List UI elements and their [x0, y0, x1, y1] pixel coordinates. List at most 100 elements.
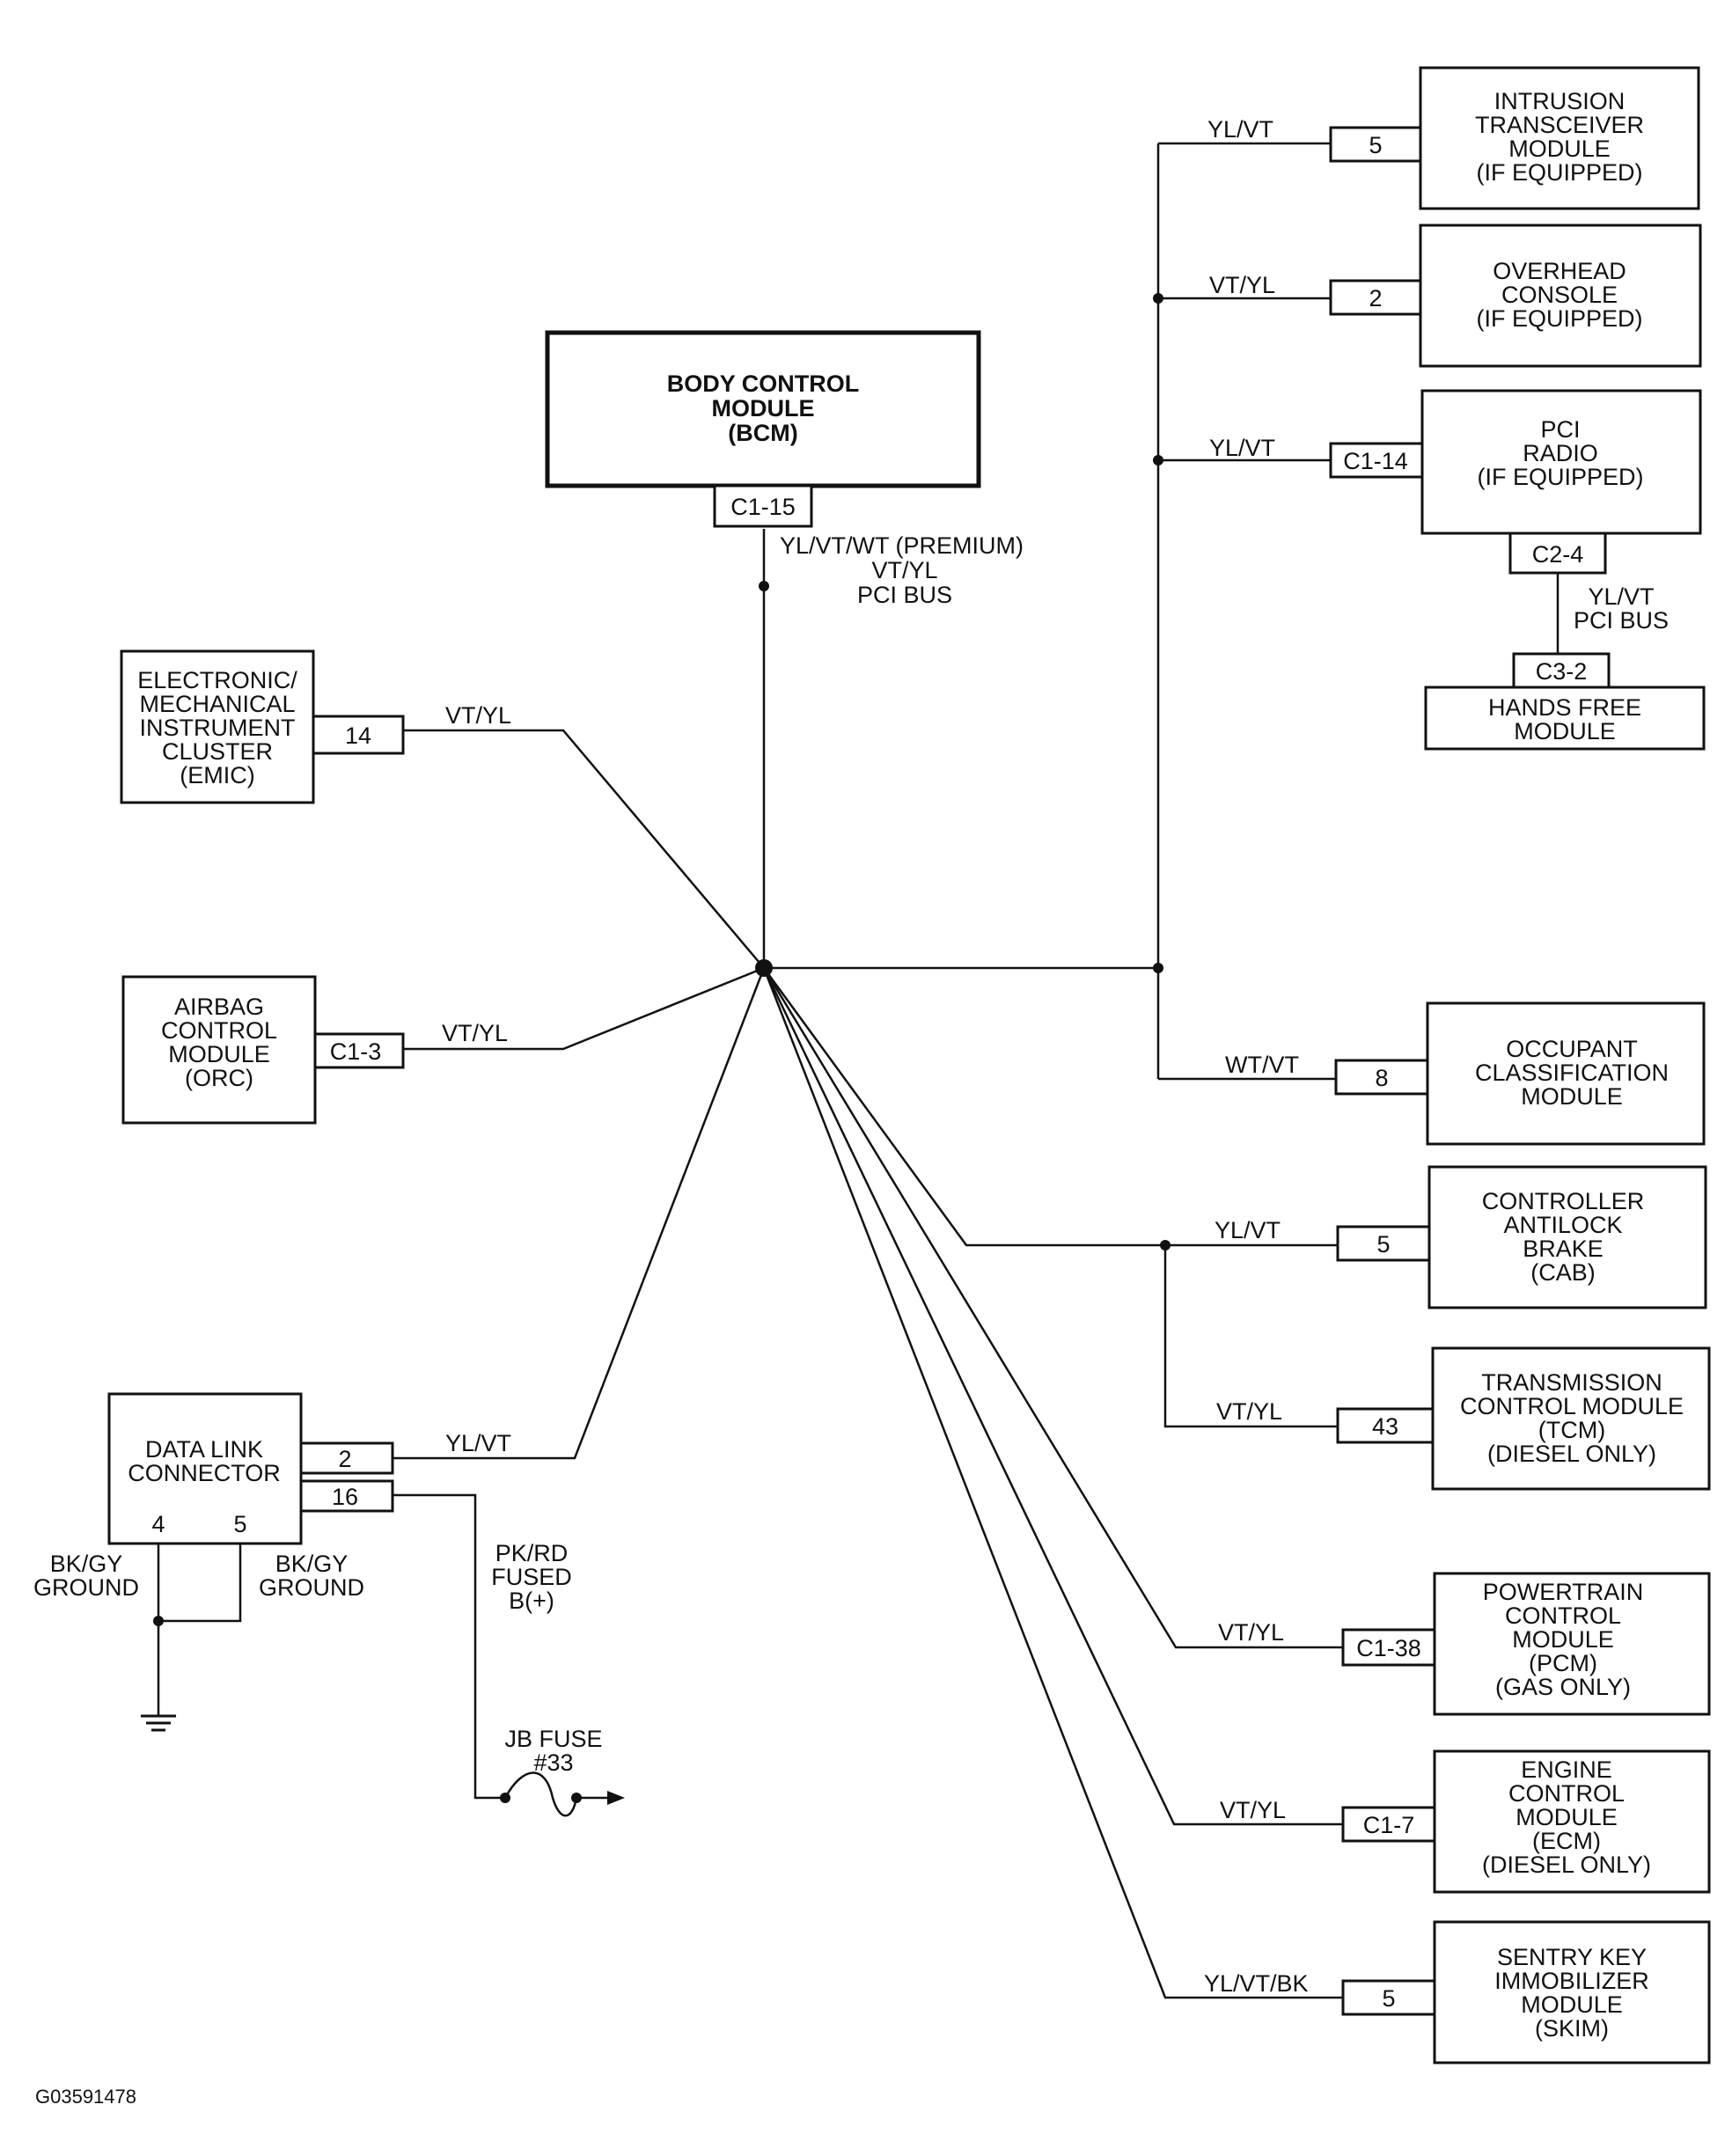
orc-line-2: CONTROL — [161, 1017, 277, 1044]
module-itm: INTRUSION TRANSCEIVER MODULE (IF EQUIPPE… — [1207, 66, 1700, 210]
splice-trunk — [1153, 963, 1163, 973]
tcm-line-3: (TCM) — [1538, 1417, 1605, 1443]
ocm-wire: WT/VT — [1225, 1052, 1299, 1078]
wire-cab — [762, 967, 1338, 1247]
ohc-pin: 2 — [1369, 285, 1382, 312]
bcm-line-1: BODY CONTROL — [667, 370, 860, 397]
skim-line-3: MODULE — [1521, 1991, 1623, 2018]
tcm-pin: 43 — [1372, 1413, 1398, 1440]
ohc-line-3: (IF EQUIPPED) — [1476, 305, 1642, 332]
module-cab: CONTROLLER ANTILOCK BRAKE (CAB) 5 YL/VT — [1215, 1165, 1707, 1309]
hfm-line-2: MODULE — [1514, 718, 1616, 744]
radio-link-line-1: YL/VT — [1588, 583, 1654, 610]
ocm-line-3: MODULE — [1521, 1083, 1623, 1110]
bcm-pin: C1-15 — [730, 494, 796, 520]
emic-pin-box — [312, 715, 405, 755]
itm-pin-box — [1329, 126, 1422, 163]
orc-line-1: AIRBAG — [174, 994, 264, 1020]
pcm-line-5: (GAS ONLY) — [1495, 1674, 1631, 1700]
splice-bcm — [759, 581, 769, 591]
orc-wire: VT/YL — [442, 1020, 508, 1046]
splice-main — [755, 959, 773, 977]
bcm-box — [545, 330, 981, 488]
ecm-line-3: MODULE — [1516, 1804, 1618, 1830]
ecm-line-5: (DIESEL ONLY) — [1482, 1852, 1651, 1878]
pcm-pin-box — [1341, 1628, 1436, 1667]
ocm-box — [1426, 1001, 1706, 1146]
module-radio: PCI RADIO (IF EQUIPPED) C1-14 YL/VT C2-4… — [1209, 389, 1702, 634]
skim-box — [1433, 1920, 1711, 2064]
ocm-pin: 8 — [1375, 1065, 1388, 1091]
ecm-line-4: (ECM) — [1532, 1828, 1601, 1854]
dlc-wire-16-line-3: B(+) — [509, 1588, 554, 1614]
orc-line-3: MODULE — [168, 1041, 270, 1067]
pcm-wire: VT/YL — [1218, 1619, 1284, 1646]
fuse-terminal-left — [500, 1793, 510, 1803]
dlc-pin-4: 4 — [151, 1511, 165, 1537]
module-pcm: POWERTRAIN CONTROL MODULE (PCM) (GAS ONL… — [1218, 1572, 1711, 1716]
ocm-pin-box — [1334, 1059, 1429, 1096]
orc-pin: C1-3 — [330, 1038, 382, 1065]
splice-ground — [153, 1616, 164, 1626]
wire-tcm — [1163, 1245, 1338, 1428]
orc-pin-box — [313, 1032, 405, 1069]
dlc-pin-5: 5 — [233, 1511, 246, 1537]
radio-link-line-2: PCI BUS — [1574, 607, 1669, 634]
orc-box — [121, 975, 317, 1125]
skim-line-1: SENTRY KEY — [1497, 1944, 1647, 1970]
cab-line-1: CONTROLLER — [1482, 1188, 1645, 1214]
ohc-pin-box — [1329, 279, 1422, 316]
dlc-wire-2: YL/VT — [445, 1430, 511, 1456]
tcm-line-1: TRANSMISSION — [1481, 1369, 1662, 1396]
skim-line-2: IMMOBILIZER — [1494, 1968, 1649, 1994]
tcm-pin-box — [1336, 1407, 1435, 1444]
hfm-pin: C3-2 — [1536, 658, 1588, 685]
module-hfm: C3-2 HANDS FREE MODULE — [1424, 652, 1706, 751]
bcm-line-3: (BCM) — [728, 420, 797, 446]
splice-cab — [1160, 1240, 1171, 1250]
itm-line-3: MODULE — [1508, 136, 1611, 162]
bcm-wire-line-3: PCI BUS — [857, 582, 952, 608]
pcm-line-4: (PCM) — [1529, 1650, 1597, 1676]
emic-wire: VT/YL — [445, 702, 511, 729]
hfm-box — [1424, 686, 1706, 751]
itm-wire: YL/VT — [1207, 116, 1273, 143]
ocm-line-1: OCCUPANT — [1506, 1036, 1638, 1062]
pcm-pin: C1-38 — [1356, 1635, 1421, 1661]
arrow-icon — [607, 1791, 625, 1805]
radio-line-3: (IF EQUIPPED) — [1477, 464, 1643, 490]
fuse-line-2: #33 — [533, 1749, 573, 1776]
tcm-wire: VT/YL — [1216, 1398, 1282, 1425]
emic-box — [120, 649, 315, 804]
radio-pin-bottom-box — [1508, 532, 1607, 575]
ecm-line-2: CONTROL — [1508, 1780, 1625, 1807]
ecm-pin: C1-7 — [1363, 1812, 1415, 1838]
wire-dlc-16 — [393, 1493, 505, 1800]
wire-orc — [403, 966, 765, 1051]
radio-pin: C1-14 — [1343, 448, 1408, 474]
gnd-left-line-2: GROUND — [33, 1574, 139, 1601]
emic-line-3: INSTRUMENT — [140, 715, 296, 741]
module-emic: ELECTRONIC/ MECHANICAL INSTRUMENT CLUSTE… — [120, 649, 511, 804]
ecm-line-1: ENGINE — [1521, 1756, 1612, 1783]
wire-emic — [403, 729, 765, 969]
radio-line-1: PCI — [1540, 416, 1580, 443]
dlc-line-1: DATA LINK — [145, 1436, 263, 1463]
dlc-pin-2: 2 — [338, 1446, 351, 1472]
emic-pin: 14 — [345, 722, 371, 749]
tcm-line-2: CONTROL MODULE — [1460, 1393, 1684, 1419]
pcm-line-2: CONTROL — [1505, 1602, 1621, 1629]
fuse-terminal-right — [571, 1793, 582, 1803]
dlc-wire-16-line-1: PK/RD — [495, 1540, 569, 1566]
module-orc: AIRBAG CONTROL MODULE (ORC) C1-3 VT/YL — [121, 975, 508, 1125]
dlc-line-2: CONNECTOR — [128, 1460, 281, 1486]
splices — [153, 293, 1171, 1803]
bcm-wire-line-2: VT/YL — [871, 557, 937, 583]
fuse-element — [503, 1771, 578, 1817]
ocm-line-2: CLASSIFICATION — [1475, 1060, 1669, 1086]
radio-wire: YL/VT — [1209, 435, 1275, 461]
bcm-wire-line-1: YL/VT/WT (PREMIUM) — [780, 532, 1024, 559]
itm-pin: 5 — [1369, 132, 1382, 158]
module-skim: SENTRY KEY IMMOBILIZER MODULE (SKIM) 5 Y… — [1204, 1920, 1711, 2064]
